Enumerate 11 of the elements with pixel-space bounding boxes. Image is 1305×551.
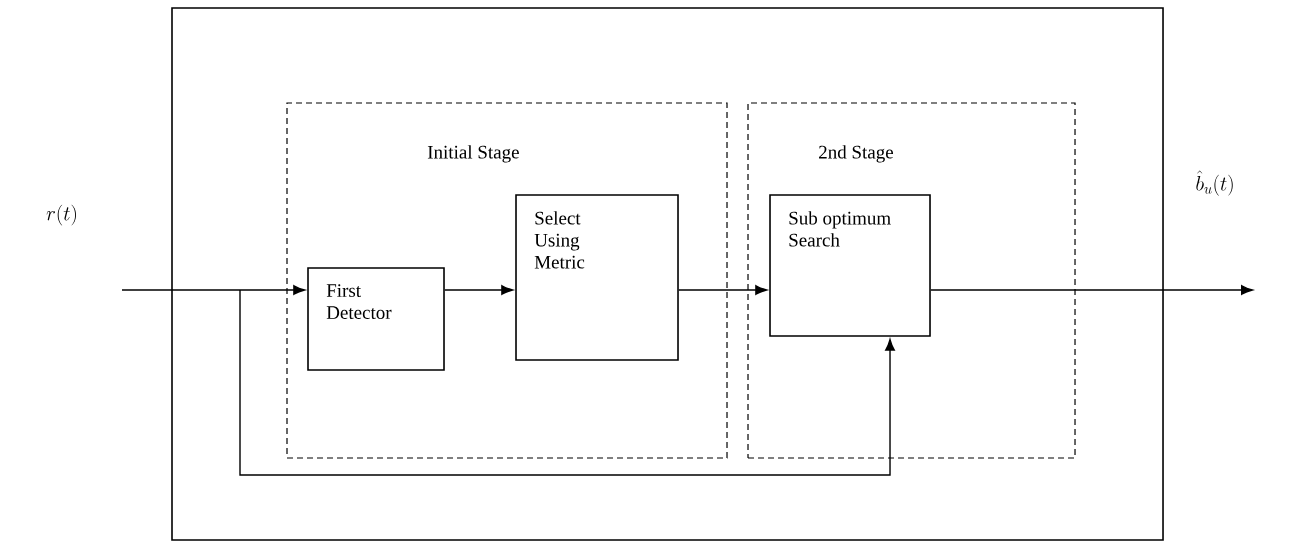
arrow [121,285,306,295]
process-box: First Detector [307,267,445,371]
process-box: Select Using Metric [515,194,679,361]
signal-label: $r(t)$ [46,204,76,226]
arrow [444,285,514,295]
outer-frame [171,7,1164,541]
arrow [678,285,768,295]
process-box: Sub optimum Search [769,194,931,337]
arrow [239,289,895,476]
arrow [930,285,1253,295]
signal-label: $\hat{b}_{u}(t)$ [1196,170,1233,196]
